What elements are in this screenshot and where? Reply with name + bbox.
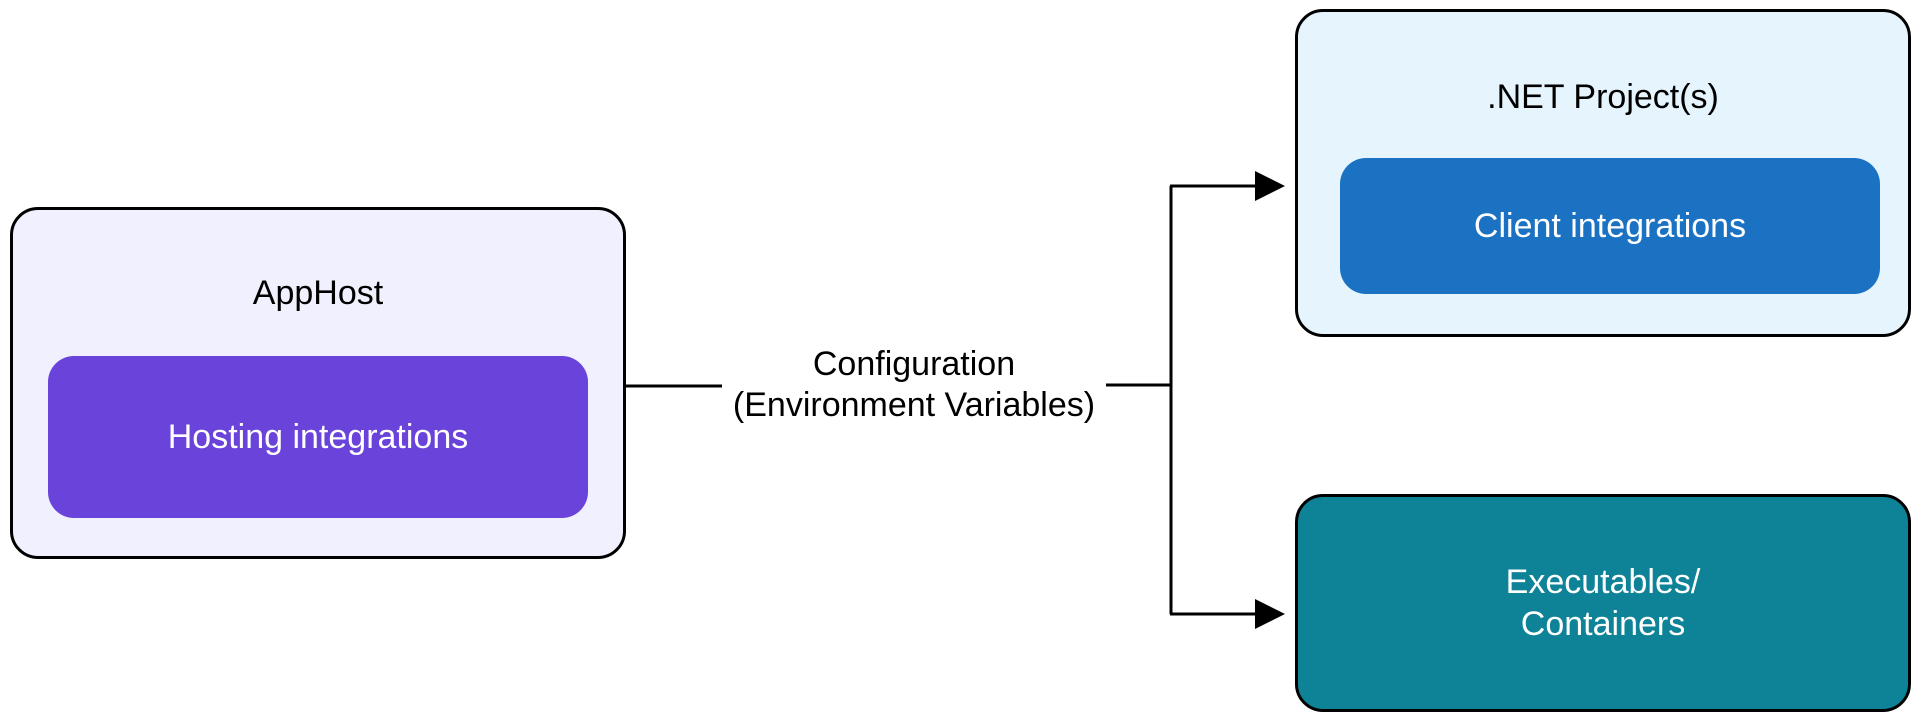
configuration-label-line1: Configuration bbox=[812, 345, 1016, 383]
client-integrations-box: Client integrations bbox=[1340, 158, 1880, 294]
apphost-title: AppHost bbox=[252, 274, 384, 312]
executables-label-line2: Containers bbox=[1520, 605, 1686, 643]
configuration-label: Configuration (Environment Variables) bbox=[700, 344, 1128, 426]
executables-label-line1: Executables/ bbox=[1505, 563, 1701, 601]
net-project-box: .NET Project(s) Client integrations bbox=[1295, 9, 1911, 337]
net-project-title: .NET Project(s) bbox=[1487, 78, 1719, 116]
apphost-box: AppHost Hosting integrations bbox=[10, 207, 626, 559]
executables-containers-box: Executables/ Containers bbox=[1295, 494, 1911, 712]
hosting-integrations-box: Hosting integrations bbox=[48, 356, 588, 518]
configuration-label-line2: (Environment Variables) bbox=[732, 386, 1096, 424]
